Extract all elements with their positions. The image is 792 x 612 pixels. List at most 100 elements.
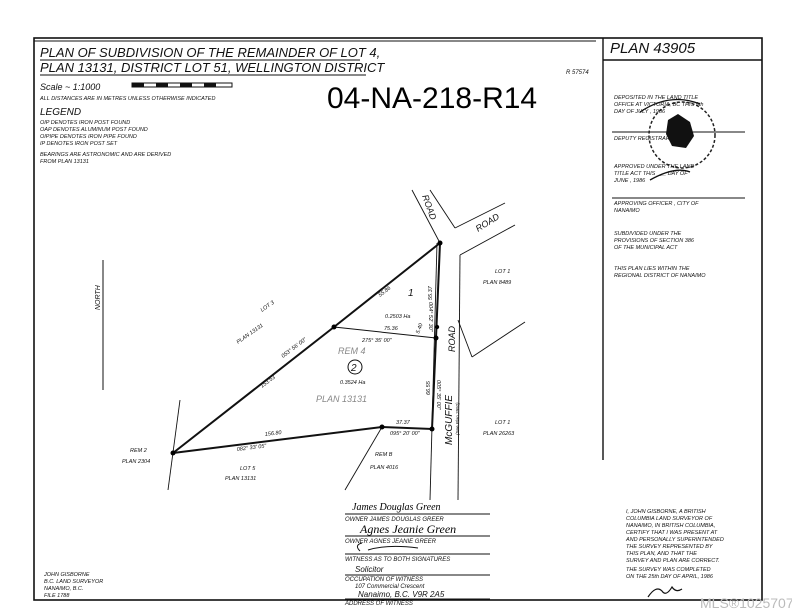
scale-text: Scale ~ 1:1000 xyxy=(40,82,100,92)
road-label-northeast: ROAD xyxy=(474,211,502,234)
approving-officer: APPROVING OFFICER , CITY OF xyxy=(613,201,699,207)
post-marker xyxy=(429,426,435,432)
mcguffie-road-label: ROAD xyxy=(447,325,457,352)
bearing: 004° 52' 30" xyxy=(427,302,433,333)
surveyor-block: JOHN GISBORNE B.C. LAND SURVEYOR NANAIMO… xyxy=(43,572,103,599)
surveyor-signature xyxy=(647,585,683,598)
approved-text: JUNE , 1986 xyxy=(613,178,646,184)
legend-item: OAP DENOTES ALUMINUM POST FOUND xyxy=(40,127,148,133)
certificate-line: THE SURVEY REPRESENTED BY xyxy=(626,544,713,550)
occupation-label: OCCUPATION OF WITNESS xyxy=(345,577,423,583)
mcguffie-note: (See Plan 2992) xyxy=(455,402,460,435)
surveyor-certificate: I, JOHN GISBORNE, A BRITISH COLUMBIA LAN… xyxy=(625,509,724,580)
certificate-line: SURVEY AND PLAN ARE CORRECT. xyxy=(626,558,720,564)
plan-border xyxy=(33,37,763,601)
dimension: 66.55 xyxy=(426,380,432,395)
plan-number: PLAN 43905 xyxy=(610,40,696,57)
approved-text: TITLE ACT THIS ___ DAY OF xyxy=(614,171,688,177)
surveyor-line: FILE 1788 xyxy=(44,593,70,599)
lot-3-plan: PLAN 13131 xyxy=(236,323,265,346)
distances-note: ALL DISTANCES ARE IN METRES UNLESS OTHER… xyxy=(39,96,215,102)
dimension: 55.86 xyxy=(378,285,393,299)
certificate-line: CERTIFY THAT I WAS PRESENT AT xyxy=(626,530,718,536)
certificate-line: NANAIMO, IN BRITISH COLUMBIA, xyxy=(626,523,715,529)
address-value: Nanaimo, B.C. V9R 2A5 xyxy=(358,590,445,599)
owner-label: OWNER AGNES JEANIE GREER xyxy=(345,539,437,545)
lot-1-ne-plan: PLAN 8489 xyxy=(483,280,511,286)
legend-items: OIP DENOTES IRON POST FOUND OAP DENOTES … xyxy=(40,120,148,147)
rem-b-label: REM B xyxy=(375,452,393,458)
dimension: 156.80 xyxy=(265,430,283,438)
rem-2-label: REM 2 xyxy=(130,448,147,454)
rem-2-plan: PLAN 2304 xyxy=(122,459,150,465)
subdivided-text: PROVISIONS OF SECTION 386 xyxy=(614,238,695,244)
dimension: 55.37 xyxy=(428,285,434,300)
post-marker xyxy=(433,335,439,341)
deposit-text: DEPOSITED IN THE LAND TITLE xyxy=(614,95,698,101)
certificate-line: COLUMBIA LAND SURVEYOR OF xyxy=(626,516,713,522)
rem-b-plan: PLAN 4016 xyxy=(370,465,399,471)
lot-2-circle xyxy=(347,359,363,375)
regional-text: REGIONAL DISTRICT OF NANAIMO xyxy=(614,273,706,279)
deposit-text: OFFICE AT VICTORIA, BC THIS 9th xyxy=(614,102,703,108)
owner-signature: James Douglas Green xyxy=(352,502,441,513)
registry-seal xyxy=(639,98,716,181)
witness-signature xyxy=(356,542,419,552)
lot-1-se-label: LOT 1 xyxy=(495,420,510,426)
address-value: 107 Commercial Crescent xyxy=(355,584,425,590)
lot-5-plan: PLAN 13131 xyxy=(225,476,256,482)
approving-officer: NANAIMO xyxy=(614,208,640,214)
mcguffie-label: McGUFFIE xyxy=(444,395,455,445)
approved-text: APPROVED UNDER THE LAND xyxy=(613,164,694,170)
road-label-north: ROAD xyxy=(420,193,438,221)
deputy-registrar: DEPUTY REGISTRAR xyxy=(614,136,670,142)
subdivided-text: OF THE MUNICIPAL ACT xyxy=(614,245,678,251)
bearing: 005° 35' 00" xyxy=(435,380,441,411)
surveyor-line: JOHN GISBORNE xyxy=(43,572,90,578)
map: NORTH ROAD ROAD ROAD McGUFFIE (See Plan … xyxy=(95,189,526,501)
scale-bar xyxy=(131,82,233,88)
owner-signatures: James Douglas Green OWNER JAMES DOUGLAS … xyxy=(344,502,490,607)
post-marker xyxy=(434,324,440,330)
bearing: 275° 35' 00" xyxy=(361,338,393,344)
bearings-note: FROM PLAN 13131 xyxy=(40,159,89,165)
dimension: 37.37 xyxy=(396,420,411,426)
road-lines xyxy=(167,189,526,501)
address-label: ADDRESS OF WITNESS xyxy=(344,601,413,607)
certificate-line: AND PERSONALLY SUPERINTENDED xyxy=(625,537,724,543)
legend-item: IP DENOTES IRON POST SET xyxy=(40,141,118,147)
legend-heading: LEGEND xyxy=(40,107,81,118)
dimension: 153.53 xyxy=(260,374,278,389)
post-marker xyxy=(379,424,385,430)
lot-5-label: LOT 5 xyxy=(240,466,256,472)
lot-2-label: 2 xyxy=(350,363,357,374)
lot-1-area: 0.2503 Ha xyxy=(385,314,410,320)
bearings-note: BEARINGS ARE ASTRONOMIC AND ARE DERIVED xyxy=(40,152,171,158)
certificate-line: THIS PLAN, AND THAT THE xyxy=(626,551,697,557)
watermark: MLS®1025707 xyxy=(700,595,792,611)
occupation-value: Solicitor xyxy=(355,565,384,574)
title-line-1: PLAN OF SUBDIVISION OF THE REMAINDER OF … xyxy=(40,45,380,60)
dimension: 5.40 xyxy=(415,322,425,335)
north-label: NORTH xyxy=(95,284,102,310)
subdivided-text: SUBDIVIDED UNDER THE xyxy=(614,231,682,237)
post-marker xyxy=(437,240,443,246)
plan-13131-faint: PLAN 13131 xyxy=(316,394,367,404)
post-marker xyxy=(331,324,337,330)
stamp-ref: R 57574 xyxy=(566,70,589,76)
witness-label: WITNESS AS TO BOTH SIGNATURES xyxy=(345,557,450,563)
post-marker xyxy=(170,450,176,456)
regional-text: THIS PLAN LIES WITHIN THE xyxy=(614,266,690,272)
title-line-2: PLAN 13131, DISTRICT LOT 51, WELLINGTON … xyxy=(40,60,385,75)
lot-1-ne-label: LOT 1 xyxy=(495,269,510,275)
bearing: 095° 20' 00" xyxy=(390,431,421,437)
owner-signature: Agnes Jeanie Green xyxy=(359,522,456,536)
rem-4-label: REM 4 xyxy=(338,346,366,356)
bearing: 053° 56' 00" xyxy=(281,336,309,359)
file-code: 04-NA-218-R14 xyxy=(327,82,537,115)
dimension: 75.36 xyxy=(384,326,399,332)
survey-posts xyxy=(170,240,443,456)
certificate-line: I, JOHN GISBORNE, A BRITISH xyxy=(626,509,706,515)
owner-label: OWNER JAMES DOUGLAS GREER xyxy=(345,517,444,523)
